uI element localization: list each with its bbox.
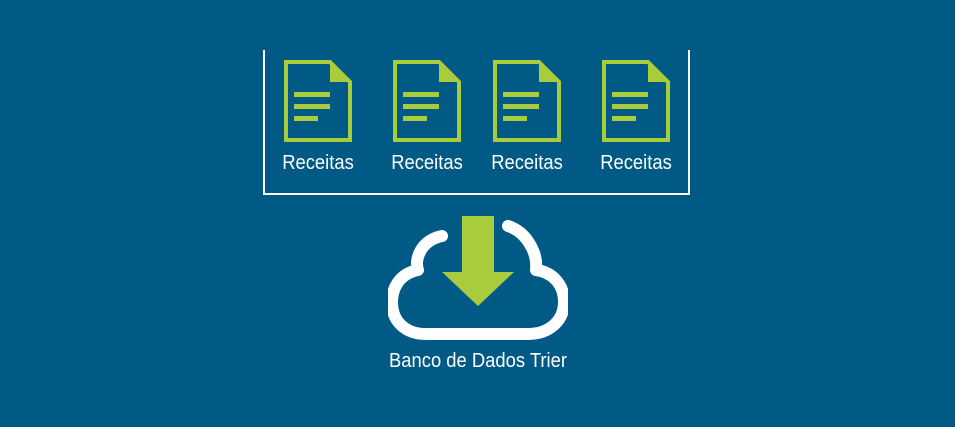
document-label: Receitas bbox=[491, 152, 563, 174]
document-item-4: Receitas bbox=[588, 60, 684, 175]
document-icon bbox=[284, 60, 352, 142]
documents-group-bracket bbox=[263, 50, 690, 195]
document-label: Receitas bbox=[282, 152, 354, 174]
database-label: Banco de Dados Trier bbox=[389, 350, 567, 372]
document-label: Receitas bbox=[391, 152, 463, 174]
document-label: Receitas bbox=[600, 152, 672, 174]
document-item-3: Receitas bbox=[479, 60, 575, 175]
cloud-download-icon bbox=[386, 216, 570, 340]
document-item-1: Receitas bbox=[270, 60, 366, 175]
document-item-2: Receitas bbox=[379, 60, 475, 175]
document-icon bbox=[393, 60, 461, 142]
document-icon bbox=[493, 60, 561, 142]
document-icon bbox=[602, 60, 670, 142]
cloud-download bbox=[386, 214, 570, 340]
